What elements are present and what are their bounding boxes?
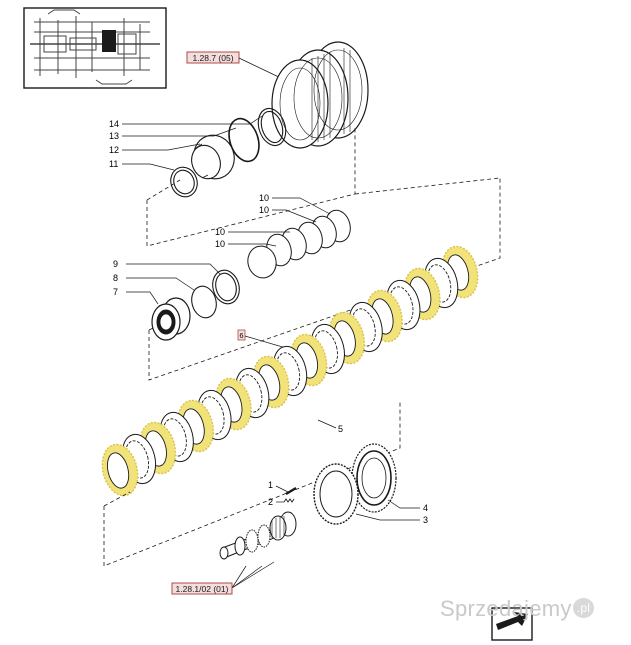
callout-2: 2 [268, 497, 273, 507]
watermark-text: Sprzedajemy.pl [440, 596, 595, 622]
needle-bearing [269, 511, 297, 541]
ring-11 [170, 166, 198, 198]
callout-14: 14 [109, 119, 119, 129]
callout-3: 3 [423, 515, 428, 525]
callout-11: 11 [109, 159, 118, 169]
pin-1 [285, 486, 297, 496]
gear-disc-4 [351, 443, 397, 513]
bearing-7 [151, 297, 191, 341]
clutch-drum-assembly [271, 41, 369, 149]
callout-10a: 10 [259, 193, 269, 203]
next-page-arrow-icon[interactable] [491, 607, 533, 641]
locator-thumbnail [23, 7, 167, 89]
callout-10c: 10 [215, 227, 225, 237]
input-shaft [219, 524, 285, 560]
ring-8 [191, 285, 217, 319]
callout-1: 1 [268, 480, 273, 490]
ref-box-top[interactable]: 1.28.7 (05) [186, 51, 286, 81]
callout-10d: 10 [215, 239, 225, 249]
callout-6: 6 [239, 331, 243, 340]
ring-13 [228, 117, 260, 163]
ring-12 [191, 134, 235, 180]
callout-8: 8 [113, 273, 118, 283]
ref-box-bottom[interactable]: 1.28.1/02 (01) [171, 561, 275, 595]
friction-plate [101, 443, 139, 497]
callout-12: 12 [109, 145, 119, 155]
spring-2 [283, 498, 295, 503]
callout-9: 9 [113, 259, 118, 269]
watermark: Sprzedajemy.pl [440, 592, 626, 632]
shim-rings-10 [247, 209, 351, 279]
callout-4: 4 [423, 503, 428, 513]
ring-14 [257, 107, 287, 147]
ref-label-top: 1.28.7 (05) [192, 53, 233, 63]
highlight-marker [102, 30, 116, 52]
callout-5: 5 [338, 424, 343, 434]
clutch-plate-stack [101, 245, 479, 497]
callout-7: 7 [113, 287, 118, 297]
ref-label-bottom: 1.28.1/02 (01) [176, 584, 229, 594]
watermark-tld: .pl [572, 598, 595, 618]
ring-9 [212, 269, 240, 305]
gear-disc-3 [313, 463, 359, 525]
callout-13: 13 [109, 131, 119, 141]
callout-6-box: 6 [237, 329, 287, 349]
callout-10b: 10 [259, 205, 269, 215]
